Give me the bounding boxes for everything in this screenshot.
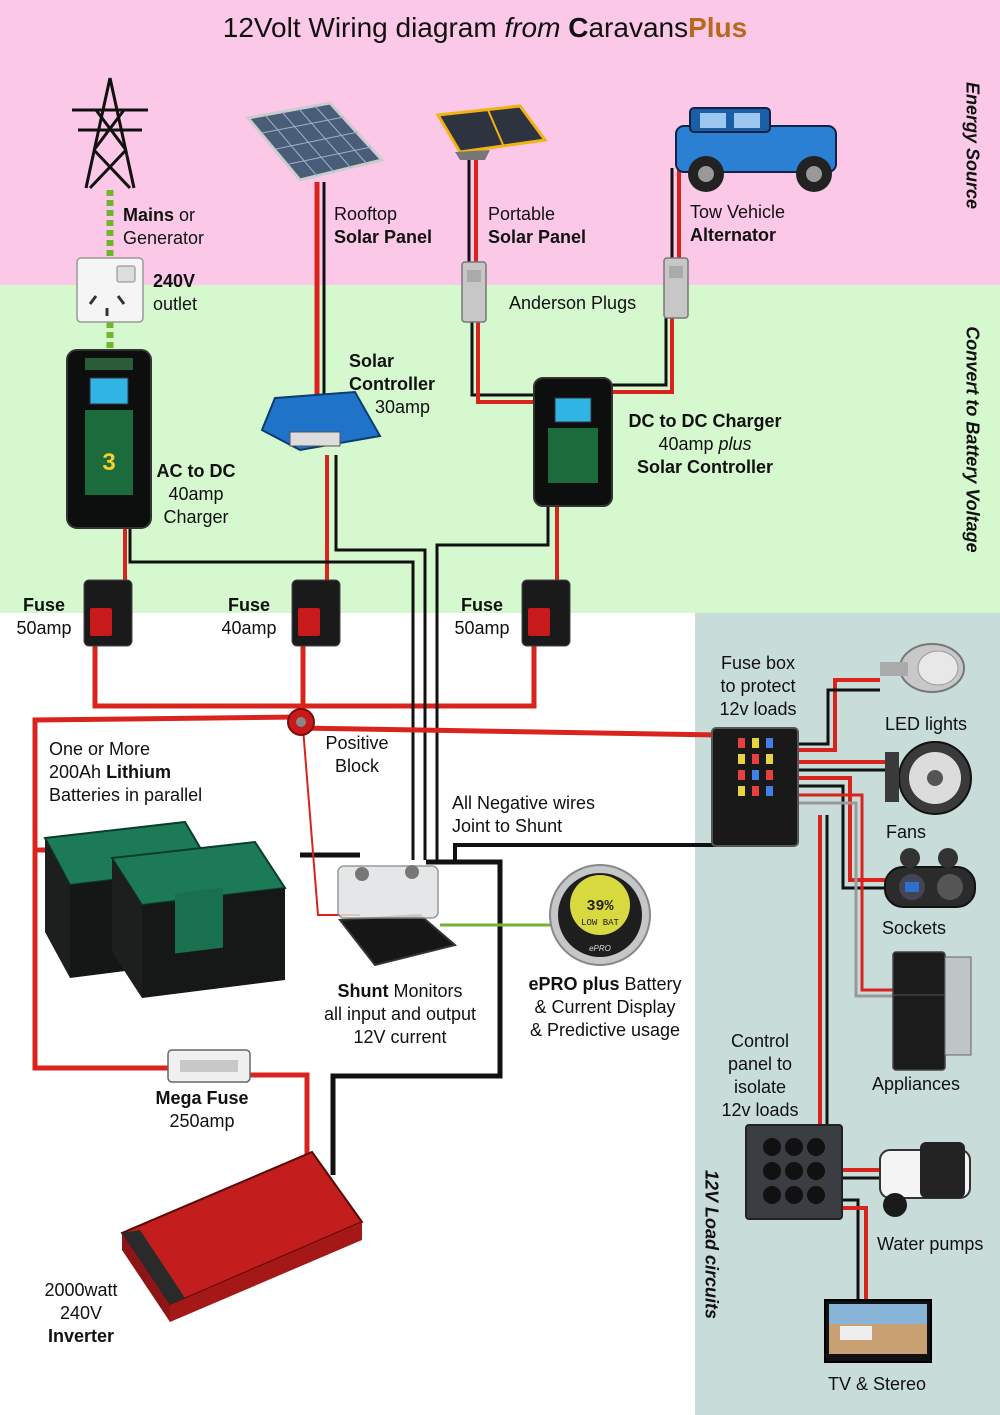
portable-solar-panel-icon (435, 104, 548, 160)
fuse-breaker-icon (83, 579, 133, 647)
lithium-battery-icon (110, 840, 287, 998)
fridge-icon (892, 951, 972, 1071)
positive-block-icon (287, 708, 315, 736)
section-load-circuits: 12V Load circuits (701, 1169, 722, 1320)
label-fuse-box: Fuse box to protect 12v loads (719, 653, 797, 719)
label-anderson-plugs: Anderson Plugs (509, 293, 637, 313)
label-led-lights: LED lights (885, 714, 968, 734)
shunt-icon (337, 865, 458, 967)
label-water-pumps: Water pumps (877, 1234, 984, 1254)
section-convert-battery: Convert to Battery Voltage (962, 326, 983, 553)
fuse-breaker-icon (291, 579, 341, 647)
label-appliances: Appliances (872, 1074, 961, 1094)
section-energy-source: Energy Source (962, 81, 983, 210)
epro-screen-sub: LOW BAT (581, 918, 619, 928)
inverter-icon (120, 1150, 364, 1322)
pylon-icon (72, 77, 148, 190)
page-title: 12Volt Wiring diagram from CaravansPlus (222, 12, 748, 43)
label-batteries: One or More 200Ah Lithium Batteries in p… (49, 739, 203, 805)
label-tv-stereo: TV & Stereo (828, 1374, 927, 1394)
label-sockets: Sockets (882, 918, 947, 938)
label-inverter: 2000watt 240V Inverter (44, 1280, 118, 1346)
tow-vehicle-icon (675, 107, 837, 192)
epro-screen-value: 39% (586, 898, 614, 915)
label-ac-dc-charger: AC to DC 40amp Charger (156, 461, 236, 527)
anderson-plug-icon (663, 257, 689, 319)
svg-text:3: 3 (102, 449, 115, 476)
anderson-plug-icon (461, 261, 487, 323)
fuse-box-icon (711, 727, 799, 847)
label-mains: Mains or Generator (123, 205, 205, 248)
rooftop-solar-panel-icon (245, 101, 385, 182)
label-dc-dc-charger: DC to DC Charger 40amp plus Solar Contro… (628, 411, 782, 477)
wires (32, 155, 893, 1300)
socket-icon (884, 848, 976, 908)
epro-display-icon: 39% LOW BAT ePRO (549, 864, 651, 966)
label-epro: ePRO plus Battery & Current Display & Pr… (528, 974, 682, 1040)
water-pump-icon (879, 1142, 971, 1217)
ac-dc-charger-icon: 3 (66, 349, 152, 529)
control-panel-icon (745, 1124, 843, 1220)
fan-icon (885, 741, 972, 815)
fuse-breaker-icon (521, 579, 571, 647)
dc-dc-charger-icon (533, 377, 613, 507)
wall-outlet-icon (76, 257, 144, 323)
mega-fuse-icon (167, 1049, 251, 1083)
epro-brand: ePRO (589, 944, 611, 953)
label-control-panel: Control panel to isolate 12v loads (721, 1031, 799, 1120)
label-shunt: Shunt Monitors all input and output 12V … (323, 981, 477, 1047)
convert-zone (0, 285, 1000, 613)
label-solar-controller: Solar Controller 30amp (349, 351, 436, 417)
led-light-icon (880, 643, 965, 693)
label-fans: Fans (886, 822, 927, 842)
tv-icon (824, 1299, 932, 1363)
solar-controller-icon (260, 390, 382, 452)
